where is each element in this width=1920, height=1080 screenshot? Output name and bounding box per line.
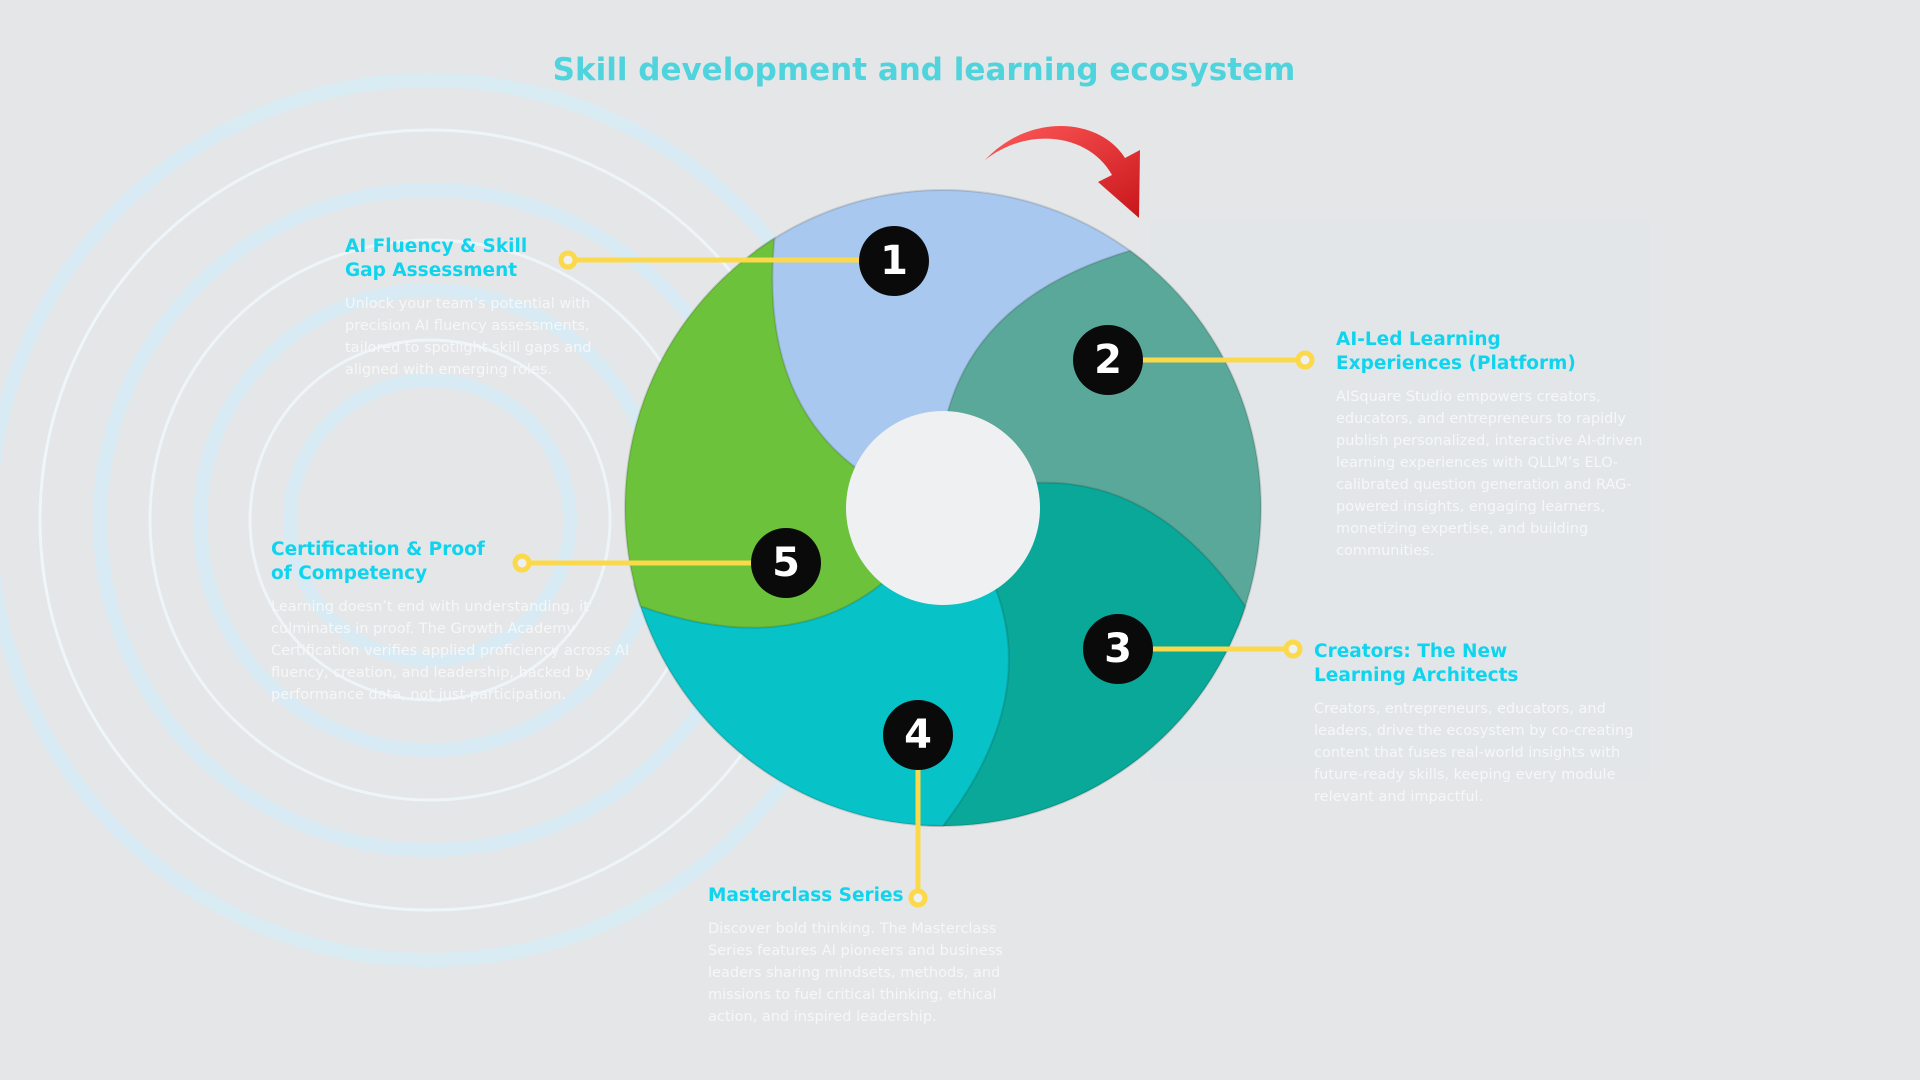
step-3-body: Creators, entrepreneurs, educators, and …	[1314, 701, 1634, 805]
step-2-body: AISquare Studio empowers creators, educa…	[1336, 389, 1643, 559]
step-badge-1: 1	[859, 226, 929, 296]
step-2-description: AI-Led Learning Experiences (Platform) A…	[1336, 328, 1656, 562]
connector-dot-4	[908, 888, 928, 908]
center-hole	[846, 411, 1040, 605]
cycle-arrow-icon	[985, 125, 1140, 218]
step-1-description: AI Fluency & Skill Gap Assessment Unlock…	[345, 235, 625, 381]
step-4-body: Discover bold thinking. The Masterclass …	[708, 921, 1003, 1025]
step-1-body: Unlock your team’s potential with precis…	[345, 296, 592, 378]
step-4-heading: Masterclass Series	[708, 885, 904, 906]
connector-dot-3	[1283, 639, 1303, 659]
step-4-description: Masterclass Series Discover bold thinkin…	[708, 884, 1038, 1028]
step-badge-3: 3	[1083, 614, 1153, 684]
step-1-heading: AI Fluency & Skill Gap Assessment	[345, 236, 528, 281]
step-5-description: Certification & Proof of Competency Lear…	[271, 538, 651, 706]
connector-dot-1	[558, 250, 578, 270]
step-badge-4: 4	[883, 700, 953, 770]
connector-dot-2	[1295, 350, 1315, 370]
step-5-heading: Certification & Proof of Competency	[271, 539, 485, 584]
step-5-body: Learning doesn’t end with understanding,…	[271, 599, 630, 703]
step-3-heading: Creators: The New Learning Architects	[1314, 641, 1519, 686]
step-badge-2: 2	[1073, 325, 1143, 395]
step-badge-5: 5	[751, 528, 821, 598]
step-2-heading: AI-Led Learning Experiences (Platform)	[1336, 329, 1576, 374]
step-3-description: Creators: The New Learning Architects Cr…	[1314, 640, 1644, 808]
page-title: Skill development and learning ecosystem	[552, 52, 1296, 88]
connector-dot-5	[512, 553, 532, 573]
